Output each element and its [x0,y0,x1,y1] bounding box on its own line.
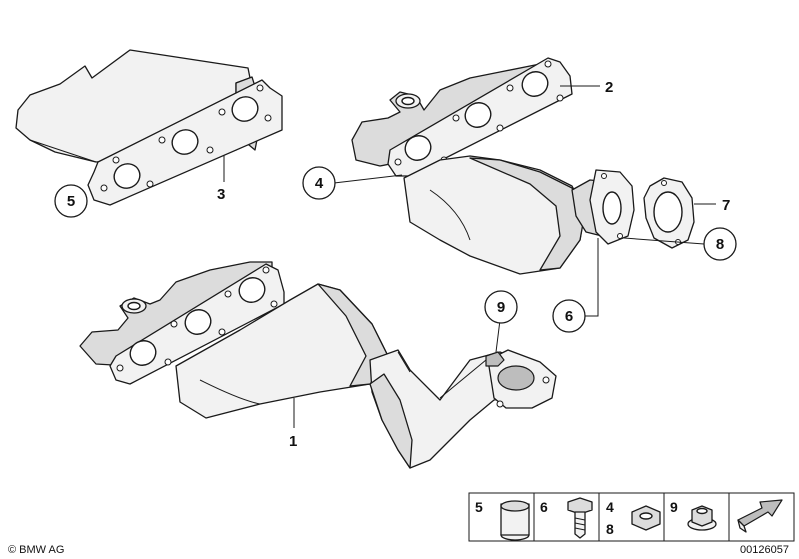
hex-nut-icon [631,505,661,531]
copyright-text: © BMW AG [8,544,64,556]
diagram-number: 00126057 [740,544,789,556]
label-2: 2 [605,79,613,96]
fastener-legend: 5 6 4 8 9 [468,492,795,542]
label-7: 7 [722,197,730,214]
callout-5-label: 5 [67,193,75,210]
callout-9-label: 9 [497,299,505,316]
legend-6-label: 6 [540,499,548,515]
callout-9: 9 [484,290,518,324]
label-1: 1 [289,433,297,450]
bolt-icon [567,497,593,539]
callout-4: 4 [302,166,336,200]
callout-8: 8 [703,227,737,261]
manifold-upper [351,57,635,275]
callout-4-label: 4 [315,175,324,192]
callout-6: 6 [552,299,586,333]
gasket-7 [643,177,695,249]
label-3: 3 [217,186,225,203]
legend-9-label: 9 [670,499,678,515]
legend-4-label: 4 [606,499,614,515]
callout-8-label: 8 [716,236,724,253]
legend-5-label: 5 [475,499,483,515]
legend-8-label: 8 [606,521,614,537]
callout-5: 5 [54,184,88,218]
cap-nut-icon [500,500,530,541]
manifold-lower [79,261,557,469]
callout-6-label: 6 [565,308,573,325]
direction-arrow-icon [737,499,783,533]
gasket-3 [87,79,283,206]
flange-nut-icon [687,505,717,531]
